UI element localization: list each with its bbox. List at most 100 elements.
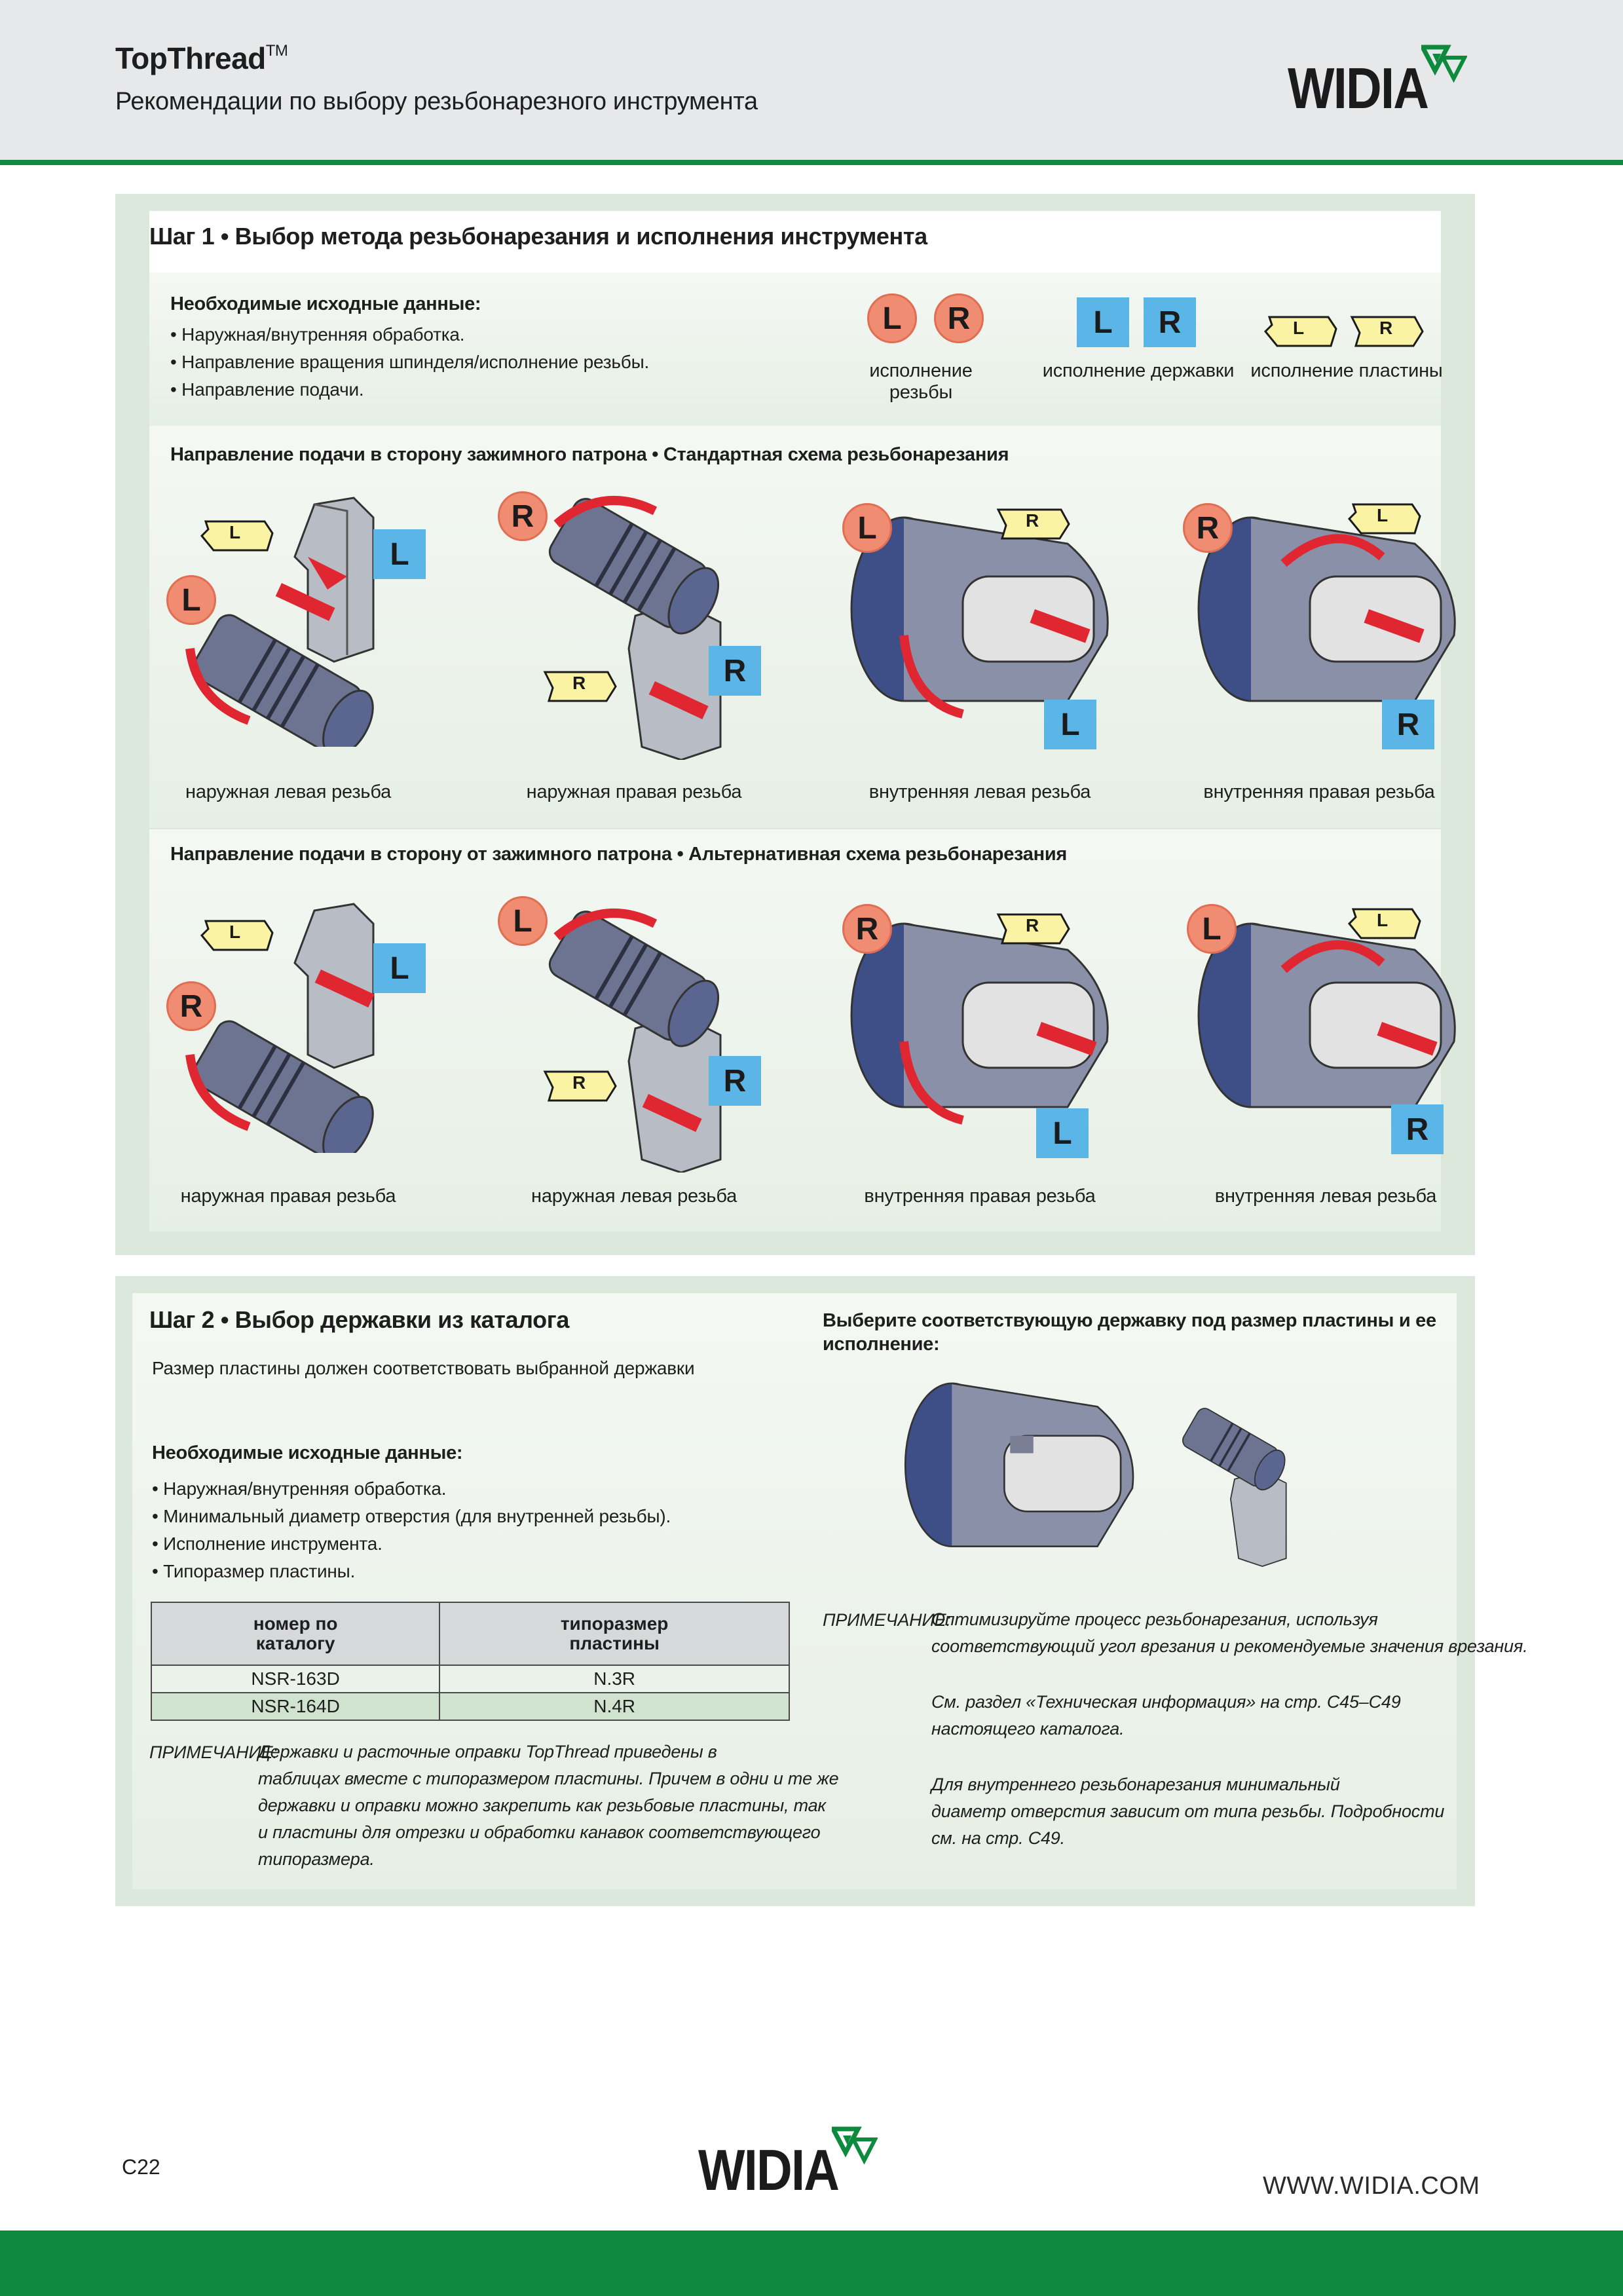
step2-required-list: • Наружная/внутренняя обработка. • Миним… [152,1475,671,1585]
note-line: см. на стр. C49. [931,1828,1065,1848]
page-header [0,0,1623,160]
thread-l-badge: L [1187,904,1237,954]
holder-r-badge: R [1391,1104,1444,1154]
insert-l-icon [1263,316,1337,347]
widia-logo-text: WIDIA [1288,56,1429,121]
external-thread-illustration [185,497,375,747]
insert-l-icon [200,920,274,951]
note-line: типоразмера. [258,1849,375,1869]
external-holder-illustration [1182,1408,1287,1568]
note-line: и пластины для отрезки и обработки канав… [258,1822,821,1842]
website-link[interactable]: WWW.WIDIA.COM [1263,2172,1480,2200]
step2-title: Шаг 2 • Выбор державки из каталога [149,1306,569,1333]
note-line: настоящего каталога. [931,1719,1125,1739]
standard-caption: внутренняя левая резьба [868,781,1091,802]
thread-legend-label: исполнение резьбы [869,360,973,403]
note-line: Державки и расточные оправки TopThread п… [258,1742,717,1761]
table-cell: N.3R [439,1665,790,1693]
insert-l-label: L [1293,318,1305,338]
insert-legend-label: исполнение пластины [1250,360,1443,381]
list-item: • Типоразмер пластины. [152,1561,356,1581]
internal-thread-illustration [850,922,1109,1125]
internal-thread-illustration [1197,922,1456,1108]
alternative-caption: внутренняя правая резьба [864,1186,1096,1207]
step2-panel [115,1276,1475,1906]
insert-r-label: R [572,673,586,693]
insert-l-icon [1347,503,1421,535]
table-row: NSR-163D N.3R [150,1665,790,1693]
step2-note-label-left: ПРИМЕЧАНИЕ: [149,1742,278,1762]
internal-thread-illustration [850,516,1109,719]
holder-r-badge: R [1144,297,1196,347]
thread-l-badge: L [498,896,548,946]
holder-r-badge: R [709,646,761,696]
insert-l-label: L [229,922,241,942]
alternative-caption: внутренняя левая резьба [1214,1186,1437,1207]
thread-r-badge: R [1183,503,1233,553]
header-divider [0,160,1623,165]
insert-r-label: R [1026,510,1039,531]
table-cell: NSR-163D [150,1665,441,1693]
insert-l-label: L [1377,910,1389,930]
thread-r-badge: R [166,981,216,1031]
step1-title: Шаг 1 • Выбор метода резьбонарезания и и… [149,223,927,250]
step2-note-right: Оптимизируйте процесс резьбонарезания, и… [931,1606,1528,1852]
insert-l-label: L [1377,505,1389,525]
step2-intro: Размер пластины должен соответствовать в… [152,1358,695,1378]
note-line: Оптимизируйте процесс резьбонарезания, и… [931,1609,1378,1629]
table-row: NSR-164D N.4R [150,1692,790,1721]
thread-r-badge: R [842,904,892,954]
standard-caption: наружная правая резьба [526,781,742,802]
standard-caption: внутренняя правая резьба [1203,781,1435,802]
external-thread-illustration [185,903,375,1153]
insert-r-icon [543,671,617,702]
insert-r-icon [996,913,1070,945]
holder-l-badge: L [1077,297,1129,347]
insert-r-label: R [1379,318,1393,338]
insert-r-icon [996,508,1070,540]
standard-caption: наружная левая резьба [185,781,391,802]
holder-legend-label: исполнение державки [1042,360,1235,381]
widia-logo-mark-icon [832,2126,878,2165]
holder-l-badge: L [1036,1108,1089,1158]
thread-r-badge: R [498,491,548,541]
holder-l-badge: L [373,943,426,993]
step1-required-heading: Необходимые исходные данные: [170,293,481,314]
step2-required-heading: Необходимые исходные данные: [152,1442,463,1463]
alternative-caption: наружная левая резьба [531,1186,737,1207]
widia-logo-text: WIDIA [698,2137,840,2202]
internal-thread-illustration [1197,516,1456,702]
external-thread-illustration [548,496,722,760]
note-line: таблицах вместе с типоразмером пластины.… [258,1769,839,1788]
table-cell: NSR-164D [150,1692,441,1721]
page-subtitle: Рекомендации по выбору резьбонарезного и… [115,88,758,115]
list-item: • Минимальный диаметр отверстия (для вну… [152,1506,671,1526]
page-number: C22 [122,2155,160,2179]
external-thread-illustration [548,909,722,1173]
note-line: См. раздел «Техническая информация» на с… [931,1692,1401,1712]
note-line: диаметр отверстия зависит от типа резьбы… [931,1801,1445,1821]
insert-r-icon [543,1070,617,1102]
insert-r-label: R [1026,915,1039,935]
insert-r-label: R [572,1072,586,1093]
note-line: соответствующий угол врезания и рекоменд… [931,1636,1528,1656]
insert-l-label: L [229,522,241,542]
thread-l-badge: L [166,575,216,625]
list-item: • Направление вращения шпинделя/исполнен… [170,352,650,372]
note-line: державки и оправки можно закрепить как р… [258,1796,826,1815]
step2-content-box [132,1293,1457,1889]
boring-bar-illustration [904,1382,1134,1547]
holder-r-badge: R [709,1056,761,1106]
widia-logo: WIDIA [1288,45,1467,122]
step2-note-left: Державки и расточные оправки TopThread п… [258,1739,839,1873]
insert-r-icon [1350,316,1424,347]
note-line: Для внутреннего резьбонарезания минималь… [931,1775,1340,1794]
thread-l-badge: L [867,293,917,343]
alternative-scheme-heading: Направление подачи в сторону от зажимног… [170,844,1067,865]
alternative-caption: наружная правая резьба [180,1186,396,1207]
step2-select-heading: Выберите соответствующую державку под ра… [823,1310,1436,1355]
